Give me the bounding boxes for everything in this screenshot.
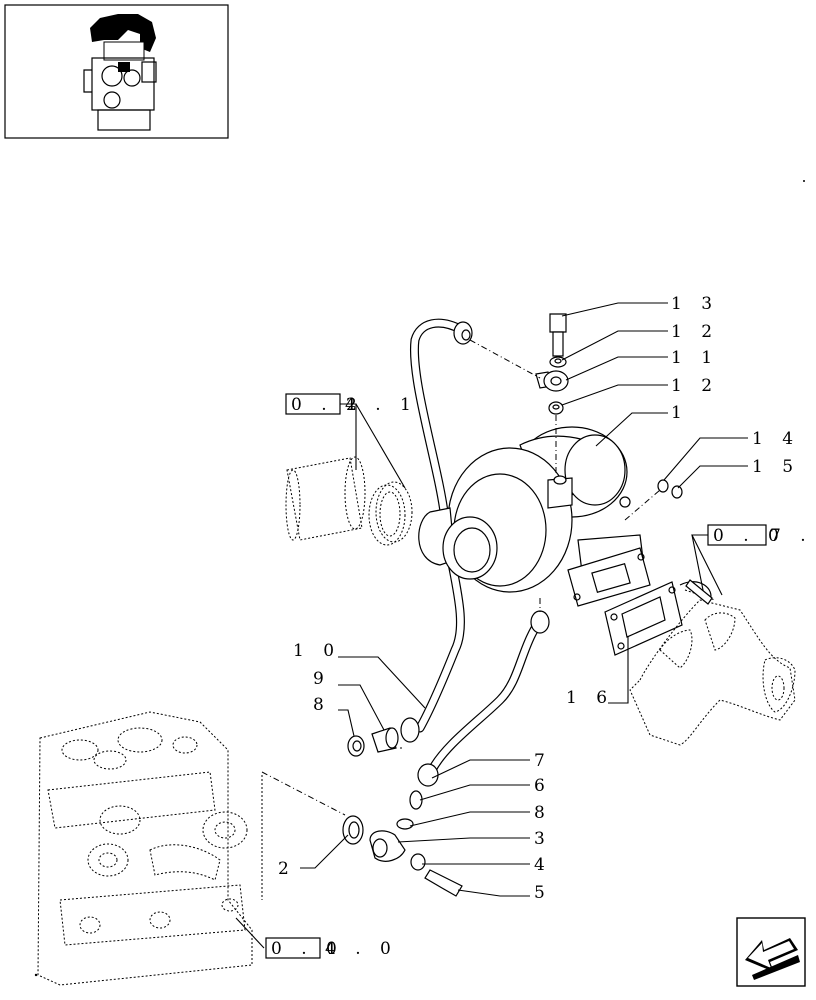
callout-8: 8 <box>534 803 552 823</box>
ref-boxed-text: 0 . 2 <box>291 395 364 415</box>
speck <box>803 180 805 182</box>
turbocharger <box>418 426 651 607</box>
nut-washer <box>657 479 683 499</box>
ref-0-07-6[interactable]: 0 . 0 7 . 6 <box>707 524 816 546</box>
callout-9: 9 <box>313 669 331 689</box>
stud <box>685 579 713 605</box>
callout-6: 6 <box>534 776 552 796</box>
ref-0-24-1[interactable]: 0 . 2 4 . 1 <box>285 393 418 415</box>
callout-16: 1 6 <box>566 688 614 708</box>
callout-15: 1 5 <box>752 457 800 477</box>
leader-lines <box>235 302 748 949</box>
callout-8: 8 <box>313 695 331 715</box>
callout-labels: 1 3 1 2 1 1 1 2 1 1 4 1 5 1 0 9 8 1 6 7 … <box>278 294 800 903</box>
gasket <box>604 581 683 656</box>
banjo-assembly <box>535 313 569 415</box>
hose-and-clamp <box>285 456 413 546</box>
callout-14: 1 4 <box>752 429 800 449</box>
engine-thumbnail[interactable] <box>4 4 229 139</box>
centerlines <box>261 339 661 816</box>
ref-boxed-text: 0 . 0 <box>271 939 344 959</box>
nav-back-button[interactable] <box>736 917 806 987</box>
speck <box>34 973 38 977</box>
callout-2: 2 <box>278 859 296 879</box>
callout-1: 1 <box>671 403 689 423</box>
callout-3: 3 <box>534 829 552 849</box>
ref-boxed-text: 0 . 0 <box>713 526 786 546</box>
callout-5: 5 <box>534 883 552 903</box>
callout-12: 1 2 <box>671 376 719 396</box>
callout-7: 7 <box>534 751 552 771</box>
arrow-left-icon <box>745 938 800 980</box>
callout-10: 1 0 <box>293 641 341 661</box>
engine-block <box>37 711 263 986</box>
callout-4: 4 <box>534 855 552 875</box>
ref-0-04-0[interactable]: 0 . 0 4 . 0 <box>265 937 398 959</box>
engine-thumbnail-icon <box>83 14 157 131</box>
lower-fittings <box>342 727 463 897</box>
ref-rest-text: 4 . 0 <box>325 939 398 959</box>
callout-13: 1 3 <box>671 294 719 314</box>
ref-rest-text: 7 . 6 <box>770 526 816 546</box>
callout-12: 1 2 <box>671 322 719 342</box>
oil-pipe-return <box>417 610 550 787</box>
callout-11: 1 1 <box>671 348 719 368</box>
ref-rest-text: 4 . 1 <box>345 395 418 415</box>
